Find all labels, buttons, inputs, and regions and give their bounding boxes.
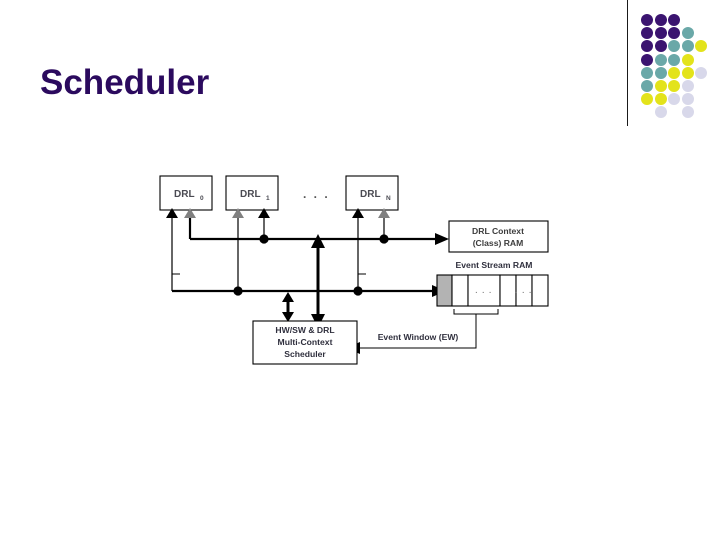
decorative-dot-purple	[641, 53, 653, 66]
arrowhead-drln-a	[352, 208, 364, 218]
drl-box-0-label: DRL	[174, 189, 195, 200]
scheduler-line3: Scheduler	[284, 349, 326, 359]
event-stream-cell-dots-2: . . .	[515, 288, 532, 295]
decorative-dot-yellow	[641, 93, 653, 106]
drl-box-n	[345, 175, 399, 211]
event-stream-cell-3	[499, 274, 517, 307]
decorative-dot-lavender	[668, 93, 680, 106]
decorative-dot-teal	[668, 40, 680, 53]
arrowhead-drl1-b	[258, 208, 270, 218]
event-window-brace	[453, 309, 499, 318]
decorative-dot-purple	[668, 14, 680, 26]
decorative-dot-lavender	[695, 66, 707, 79]
drl-box-1-label: DRL	[240, 189, 261, 200]
scheduler-box	[252, 320, 358, 365]
decorative-dot-teal	[654, 66, 667, 79]
event-window-label: Event Window (EW)	[378, 332, 459, 342]
decorative-dot-purple	[641, 40, 653, 53]
decorative-dot-purple	[654, 27, 667, 40]
arrowhead-bidir-down	[282, 312, 294, 322]
decorative-dot-yellow	[668, 80, 680, 92]
event-stream-ram-title: Event Stream RAM	[456, 260, 533, 270]
decorative-dot-yellow	[654, 93, 667, 106]
junction-upper-1	[259, 234, 269, 244]
decorative-dot-purple	[641, 27, 653, 40]
scheduler-line1: HW/SW & DRL	[275, 325, 334, 335]
decorative-dot-lavender	[654, 106, 667, 119]
header-divider	[627, 0, 628, 126]
event-stream-cell-dots-1: . . .	[475, 288, 492, 295]
decorative-dot-purple	[654, 40, 667, 53]
event-stream-cell-1	[451, 274, 469, 307]
arrowhead-drl0-b	[184, 208, 196, 218]
decorative-dot-yellow	[681, 53, 694, 66]
decorative-dot-teal	[654, 53, 667, 66]
drl-context-ram-box	[448, 220, 549, 253]
decorative-dot-purple	[641, 14, 653, 26]
drl-box-0-subscript: 0	[200, 195, 204, 202]
arrowhead-upper-bus	[435, 233, 449, 245]
junction-lower-2	[353, 286, 363, 296]
decorative-dot-purple	[668, 27, 680, 40]
decorative-dot-yellow	[668, 66, 680, 79]
scheduler-line2: Multi-Context	[278, 337, 333, 347]
junction-lower-1	[233, 286, 243, 296]
decorative-dot-lavender	[681, 106, 694, 119]
decorative-dot-teal	[681, 27, 694, 40]
drl-box-1	[225, 175, 279, 211]
decorative-dot-lavender	[681, 93, 694, 106]
arrowhead-drl1-a	[232, 208, 244, 218]
event-window-leader	[360, 314, 477, 349]
drl-context-ram-line1: DRL Context	[472, 226, 524, 236]
arrowhead-drl0-a	[166, 208, 178, 218]
drl-box-n-subscript: N	[386, 195, 391, 202]
decorative-dot-teal	[681, 40, 694, 53]
arrowhead-drln-b	[378, 208, 390, 218]
decorative-dot-lavender	[681, 80, 694, 92]
decorative-dot-teal	[668, 53, 680, 66]
junction-upper-2	[379, 234, 389, 244]
arrowhead-scheduler-up	[311, 234, 325, 248]
drl-ellipsis: . . .	[303, 187, 330, 201]
page-title: Scheduler	[40, 63, 210, 102]
decorative-dot-teal	[641, 66, 653, 79]
drl-box-1-subscript: 1	[266, 195, 270, 202]
event-stream-cell-5	[531, 274, 549, 307]
arrowhead-bidir-up	[282, 292, 294, 302]
drl-box-0	[159, 175, 213, 211]
decorative-dot-yellow	[654, 80, 667, 92]
event-stream-head-cell	[436, 274, 453, 307]
decorative-dot-grid	[641, 14, 719, 126]
decorative-dot-yellow	[681, 66, 694, 79]
decorative-dot-teal	[641, 80, 653, 92]
drl-box-n-label: DRL	[360, 189, 381, 200]
decorative-dot-yellow	[695, 40, 707, 53]
decorative-dot-purple	[654, 14, 667, 26]
drl-context-ram-line2: (Class) RAM	[473, 238, 524, 248]
event-stream-cell-2	[467, 274, 501, 307]
